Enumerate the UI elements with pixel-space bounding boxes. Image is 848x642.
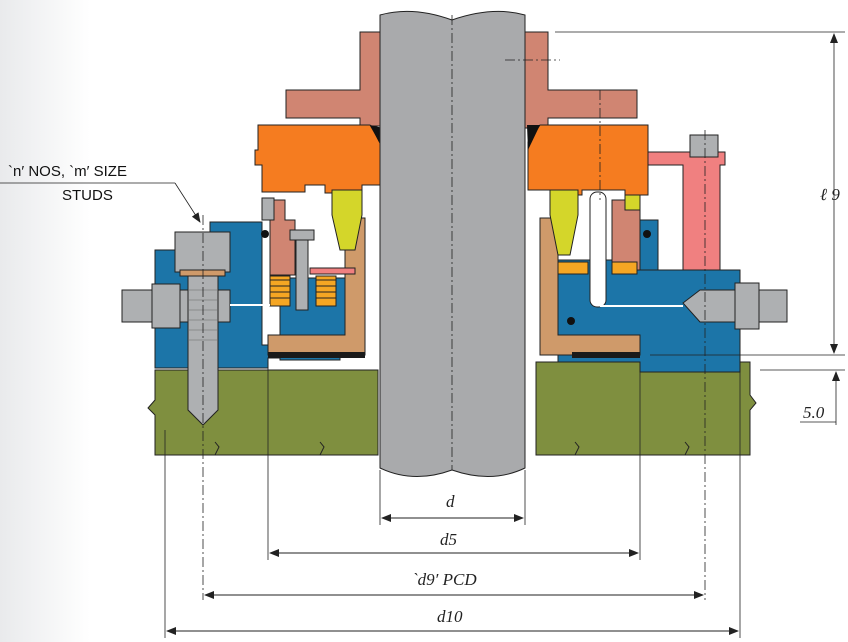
rotary-face-left: [261, 189, 363, 276]
seal-ring-left: [254, 124, 383, 194]
base-plate-right: [535, 361, 757, 456]
springs-left: [269, 267, 356, 307]
shaft: [379, 10, 526, 477]
drive-pin-right: [589, 191, 607, 308]
dim-l9-label: ℓ 9: [820, 185, 840, 204]
center-lines: [202, 15, 706, 600]
springs-right: [557, 261, 638, 275]
callout-line2: STUDS: [62, 187, 113, 204]
dim-gap: [760, 369, 845, 425]
dim-d5: d5: [269, 530, 639, 557]
dim-d9-label: `d9′ PCD: [412, 570, 477, 589]
drive-pin-left: [289, 229, 315, 311]
clamp-right: [647, 151, 726, 271]
dim-d5-label: d5: [440, 530, 457, 549]
seal-ring-right: [527, 124, 649, 196]
dim-d10: d10: [166, 607, 739, 635]
dim-extension-lines: [164, 362, 741, 638]
dim-d10-label: d10: [437, 607, 463, 626]
callout-line1: `n′ NOS, `m′ SIZE: [8, 163, 127, 180]
base-plate-left: [147, 369, 379, 456]
clamp-screw-head: [689, 134, 719, 158]
dim-d9: `d9′ PCD: [204, 570, 704, 599]
dim-l9: [555, 31, 845, 356]
flush-fitting-right: [600, 282, 788, 330]
studs-callout: `n′ NOS, `m′ SIZE STUDS: [0, 163, 201, 223]
dim-d: d: [381, 492, 524, 522]
rotary-face-right: [549, 189, 641, 271]
dim-gap-label: 5.0: [803, 403, 825, 422]
dim-d-label: d: [446, 492, 455, 511]
